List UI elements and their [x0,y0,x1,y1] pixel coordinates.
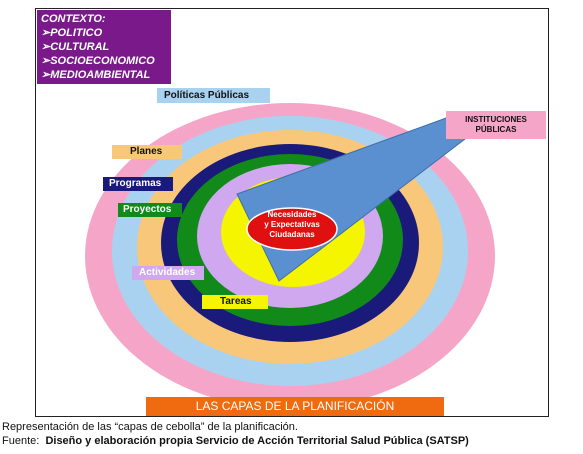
label-politicas-publicas: Políticas Públicas [157,88,270,103]
context-item-cultural: ➢CULTURAL [41,41,110,53]
figure-source: Fuente: Diseño y elaboración propia Serv… [2,435,582,448]
source-label: Fuente: [2,435,40,447]
diagram-title: LAS CAPAS DE LA PLANIFICACIÓN [146,397,444,416]
center-line2: y Expectativas [264,220,320,229]
context-title: CONTEXTO: [41,13,106,25]
label-planes: Planes [112,145,182,159]
institutions-line2: PÚBLICAS [475,125,517,134]
context-box: CONTEXTO: ➢POLITICO ➢CULTURAL ➢SOCIOECON… [37,10,171,84]
context-item-socioeconomico: ➢SOCIOECONOMICO [41,55,155,67]
label-actividades: Actividades [132,266,204,280]
center-ellipse [246,207,338,251]
context-item-politico: ➢POLITICO [41,27,103,39]
label-tareas: Tareas [202,295,268,309]
center-line1: Necesidades [267,210,317,219]
label-instituciones-publicas: INSTITUCIONES PÚBLICAS [446,111,546,139]
center-line3: Ciudadanas [269,230,315,239]
center-label: Necesidades y Expectativas Ciudadanas [247,210,337,248]
label-programas: Programas [103,177,173,191]
context-item-medioambiental: ➢MEDIOAMBIENTAL [41,69,151,81]
figure-caption: Representación de las “capas de cebolla”… [2,421,298,433]
source-text: Diseño y elaboración propia Servicio de … [45,435,469,447]
institutions-line1: INSTITUCIONES [465,115,527,124]
label-proyectos: Proyectos [118,203,182,217]
